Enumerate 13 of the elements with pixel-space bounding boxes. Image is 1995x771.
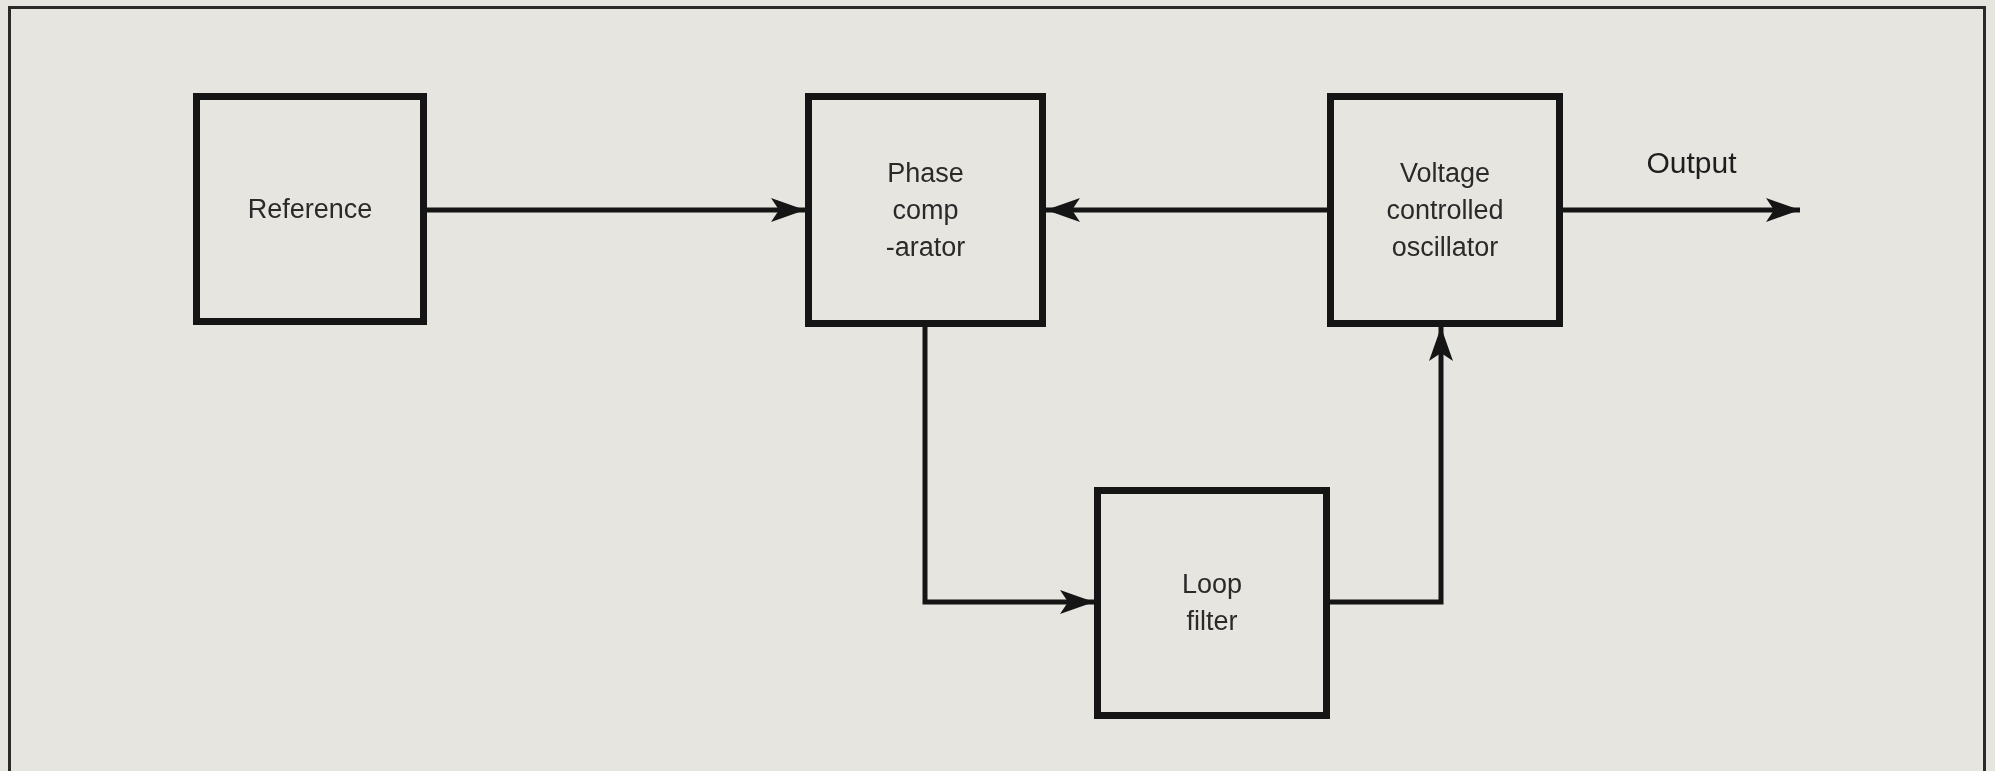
arrow (922, 327, 1094, 614)
arrow (1046, 198, 1327, 222)
block-box (193, 93, 427, 325)
block-label: Loop filter (1180, 568, 1244, 638)
block-box (1094, 487, 1330, 719)
block-label: Phase comp -arator (884, 156, 967, 264)
block-box (1327, 93, 1563, 327)
arrow (1330, 327, 1453, 605)
block-label: Reference (246, 192, 374, 226)
arrow (1563, 198, 1800, 222)
block-box (805, 93, 1046, 327)
arrow (427, 198, 805, 222)
block-label: Voltage controlled oscillator (1385, 156, 1505, 264)
